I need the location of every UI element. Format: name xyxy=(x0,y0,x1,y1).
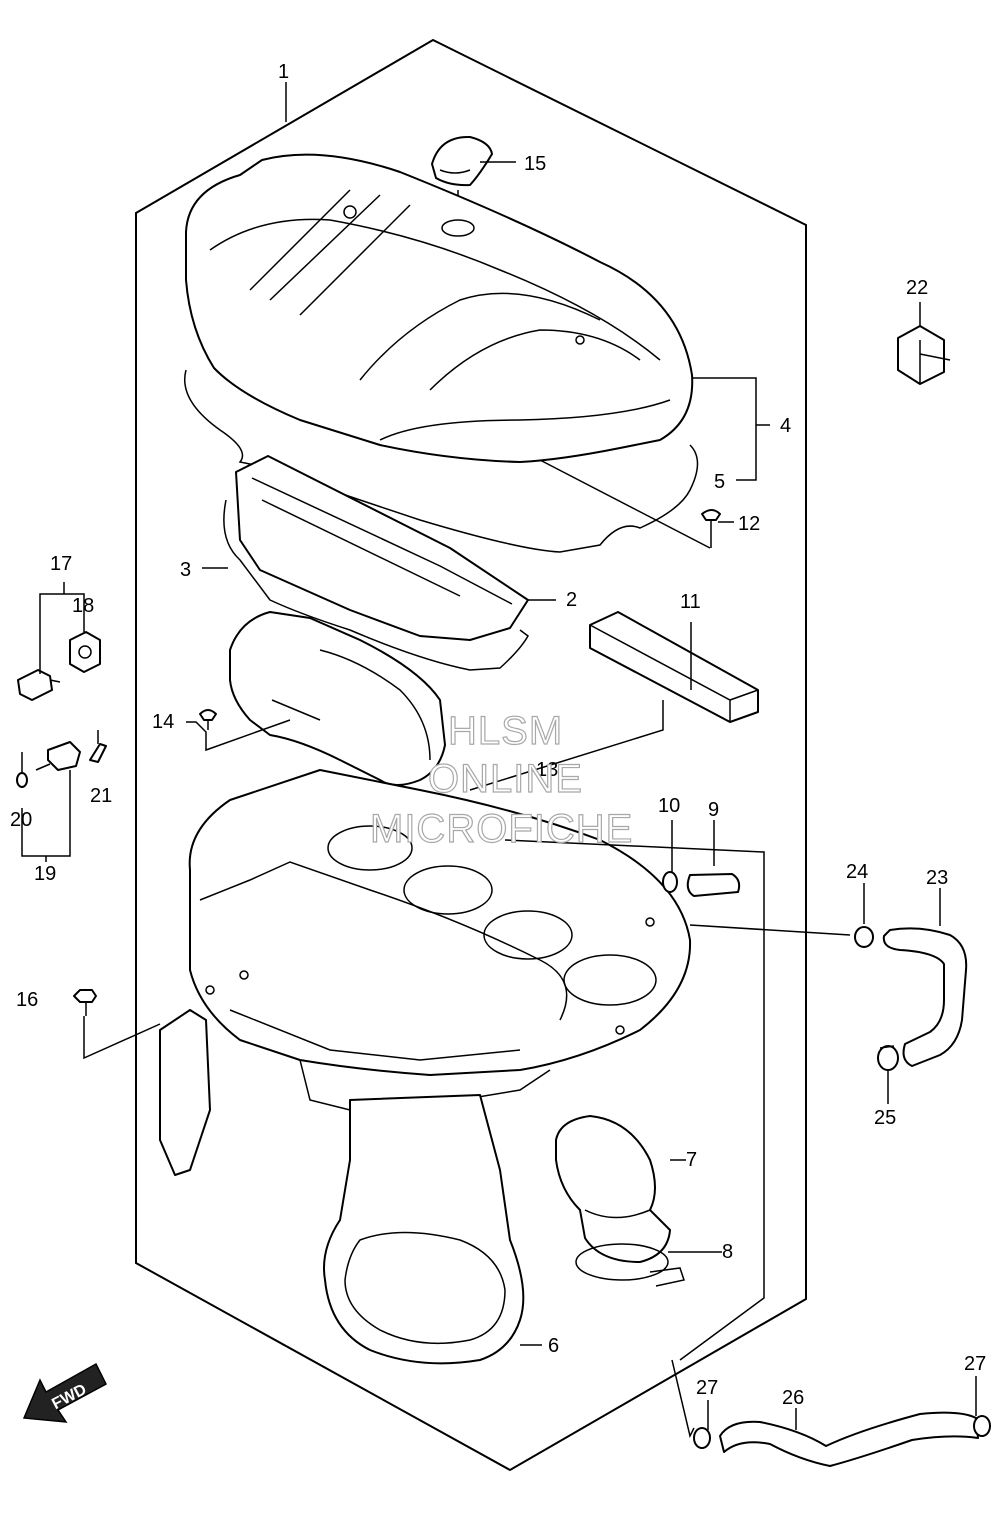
label-part-7: 7 xyxy=(686,1149,697,1171)
label-part-13: 13 xyxy=(536,759,558,781)
screw-part-12[interactable] xyxy=(701,509,721,536)
filter-gasket-part-3[interactable] xyxy=(223,499,529,671)
sensor-part-17[interactable] xyxy=(17,669,61,701)
sensor-part-22[interactable] xyxy=(897,325,951,385)
svg-text:HLSM: HLSM xyxy=(448,709,563,753)
label-part-14: 14 xyxy=(152,711,174,733)
svg-text:ONLINE: ONLINE xyxy=(428,757,583,801)
label-part-1: 1 xyxy=(278,61,289,83)
fwd-arrow-badge: FWD xyxy=(22,1362,107,1423)
label-part-5: 5 xyxy=(714,471,725,493)
screw-part-14[interactable] xyxy=(199,709,217,730)
label-part-4: 4 xyxy=(780,415,791,437)
label-part-6: 6 xyxy=(548,1335,559,1357)
label-part-27-right: 27 xyxy=(964,1353,986,1375)
label-part-25: 25 xyxy=(874,1107,896,1129)
label-part-19: 19 xyxy=(34,863,56,885)
bolt-part-16[interactable] xyxy=(73,989,97,1016)
label-part-12: 12 xyxy=(738,513,760,535)
label-part-16: 16 xyxy=(16,989,38,1011)
label-part-2: 2 xyxy=(566,589,577,611)
clamp-part-8[interactable] xyxy=(575,1243,685,1287)
air-cleaner-case[interactable] xyxy=(188,769,692,1111)
cap-part-15[interactable] xyxy=(431,135,493,187)
label-part-11: 11 xyxy=(680,591,701,613)
label-part-22: 22 xyxy=(906,277,928,299)
watermark: HLSM ONLINE MICROFICHE xyxy=(369,708,633,851)
clip-part-24[interactable] xyxy=(854,926,874,948)
screw-part-21[interactable] xyxy=(89,743,107,763)
part-labels: 1 2 3 4 5 6 7 8 9 10 11 12 13 14 15 16 1… xyxy=(10,61,986,1409)
hose-part-9[interactable] xyxy=(686,873,741,897)
label-part-26: 26 xyxy=(782,1387,804,1409)
sensor-part-19[interactable] xyxy=(35,741,81,771)
label-part-18: 18 xyxy=(72,595,94,617)
label-part-27-left: 27 xyxy=(696,1377,718,1399)
label-part-3: 3 xyxy=(180,559,191,581)
case-side-bracket xyxy=(159,1009,211,1176)
svg-text:MICROFICHE: MICROFICHE xyxy=(370,807,633,851)
label-part-9: 9 xyxy=(708,799,719,821)
sponge-part-11[interactable] xyxy=(589,611,759,723)
label-part-17: 17 xyxy=(50,553,72,575)
o-ring-part-20[interactable] xyxy=(16,772,28,788)
intake-duct-part-6[interactable] xyxy=(323,1094,525,1365)
air-cleaner-cover-part-4[interactable] xyxy=(185,153,694,463)
drain-hose-part-26[interactable] xyxy=(719,1411,979,1467)
filter-element-part-2[interactable] xyxy=(235,455,529,641)
label-part-24: 24 xyxy=(846,861,868,883)
label-part-20: 20 xyxy=(10,809,32,831)
assembly-outline xyxy=(135,38,807,1472)
clamp-part-25[interactable] xyxy=(877,1045,899,1071)
label-part-8: 8 xyxy=(722,1241,733,1263)
clip-part-27-right[interactable] xyxy=(973,1415,991,1437)
clip-part-27-left[interactable] xyxy=(693,1427,711,1449)
cover-gasket-part-5[interactable] xyxy=(184,369,699,553)
leader-lines xyxy=(21,82,977,1439)
label-part-15: 15 xyxy=(524,153,546,175)
clip-part-10[interactable] xyxy=(662,871,678,893)
label-part-23: 23 xyxy=(926,867,948,889)
inner-duct-part-13[interactable] xyxy=(229,611,446,786)
breather-hose-part-23[interactable] xyxy=(882,927,968,1067)
funnel-part-7[interactable] xyxy=(555,1115,671,1263)
label-part-21: 21 xyxy=(90,785,112,807)
holder-part-18[interactable] xyxy=(69,631,101,673)
label-part-10: 10 xyxy=(658,795,680,817)
